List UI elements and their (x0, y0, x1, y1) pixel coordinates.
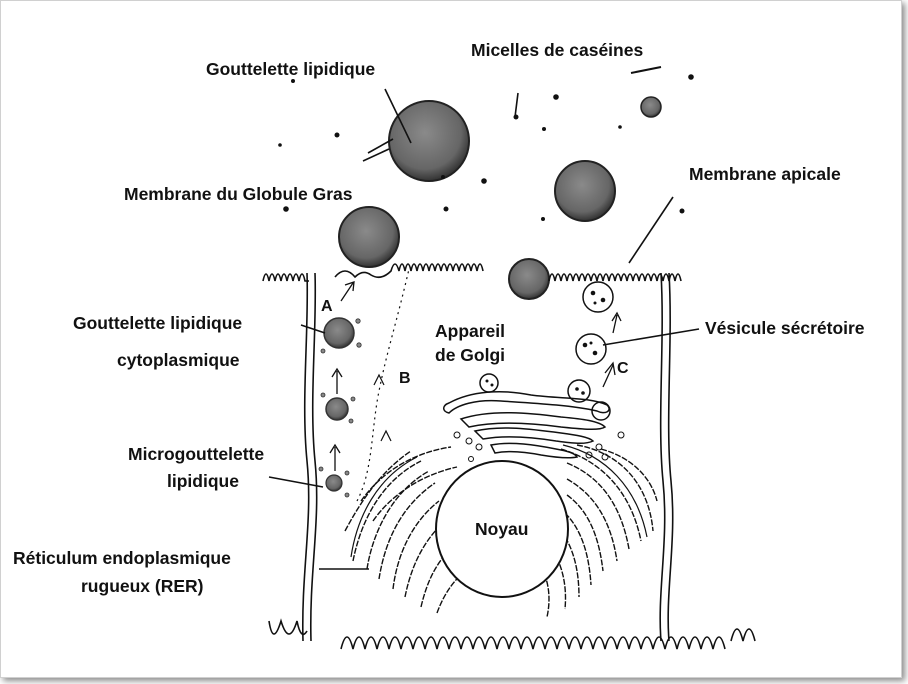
basal-membrane (269, 621, 755, 649)
label-gouttelette-cyto-2: cytoplasmique (117, 350, 240, 370)
lumen-lipid-droplets (339, 97, 661, 299)
lateral-membrane-right (660, 273, 673, 641)
golgi-apparatus (444, 392, 610, 458)
label-micro-1: Microgouttelette (128, 444, 264, 464)
label-path-c: C (617, 360, 629, 377)
label-membrane-globule: Membrane du Globule Gras (124, 184, 353, 204)
cell-diagram: Gouttelette lipidique Micelles de caséin… (1, 1, 901, 677)
label-gouttelette-cyto-1: Gouttelette lipidique (73, 313, 242, 333)
label-reticulum-1: Réticulum endoplasmique (13, 548, 231, 568)
label-appareil-1: Appareil (435, 321, 505, 341)
lipid-droplet-small (641, 97, 661, 117)
label-path-a: A (321, 298, 333, 315)
secretory-vesicles (480, 282, 613, 402)
label-membrane-apicale: Membrane apicale (689, 164, 841, 184)
lipid-droplet-large (389, 101, 469, 181)
lipid-droplet-budding (339, 207, 399, 267)
label-noyau: Noyau (475, 519, 528, 539)
label-reticulum-2: rugueux (RER) (81, 576, 204, 596)
label-micelles: Micelles de caséines (471, 40, 643, 60)
label-vesicule: Vésicule sécrétoire (705, 318, 865, 338)
lipid-droplet-apical (509, 259, 549, 299)
apical-membrane (263, 264, 681, 281)
lipid-droplet-medium (555, 161, 615, 221)
label-micro-2: lipidique (167, 471, 239, 491)
label-appareil-2: de Golgi (435, 345, 505, 365)
label-gouttelette-lipidique: Gouttelette lipidique (206, 59, 375, 79)
label-path-b: B (399, 370, 411, 387)
